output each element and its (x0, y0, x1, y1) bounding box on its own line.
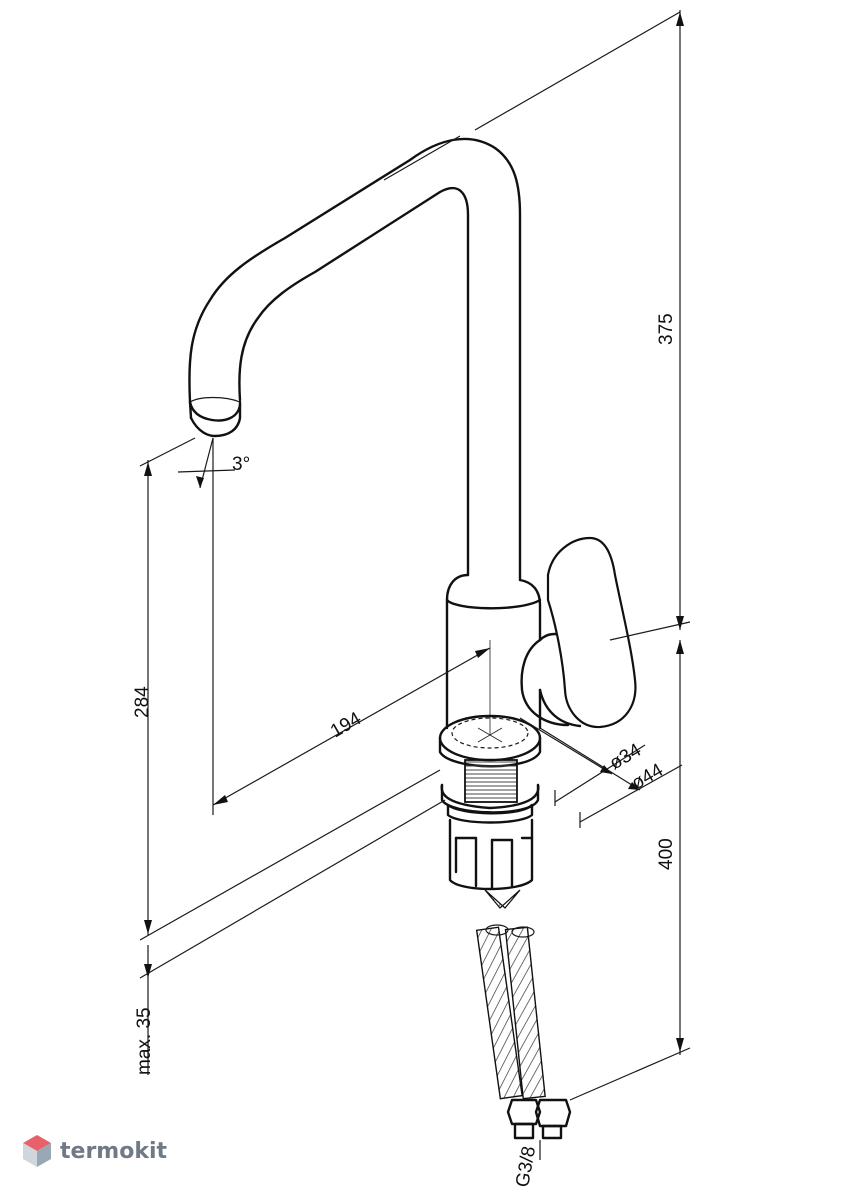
dimension-label-max35: max. 35 (134, 1007, 155, 1075)
faucet-body (445, 573, 574, 735)
faucet-spout (188, 135, 522, 582)
dimension-284 (139, 437, 441, 941)
dimension-label-400: 400 (656, 838, 677, 870)
watermark-text: termokit (60, 1138, 168, 1164)
dimension-label-angle: 3° (232, 454, 250, 475)
faucet-base (438, 714, 542, 891)
dimension-angle (177, 437, 236, 489)
dimension-label-284: 284 (132, 686, 153, 718)
dimension-375 (474, 10, 691, 641)
supply-hoses (475, 889, 572, 1140)
dimension-label-thread: G3/8 (512, 1145, 540, 1189)
dimension-400 (569, 640, 691, 1101)
cube-logo-icon (23, 1135, 51, 1167)
watermark: termokit (22, 1134, 167, 1168)
dimension-label-375: 375 (656, 313, 677, 345)
dimension-194 (212, 438, 491, 815)
dimension-max35 (139, 799, 446, 1075)
dimension-diameters (519, 717, 683, 828)
faucet-handle (538, 536, 637, 729)
